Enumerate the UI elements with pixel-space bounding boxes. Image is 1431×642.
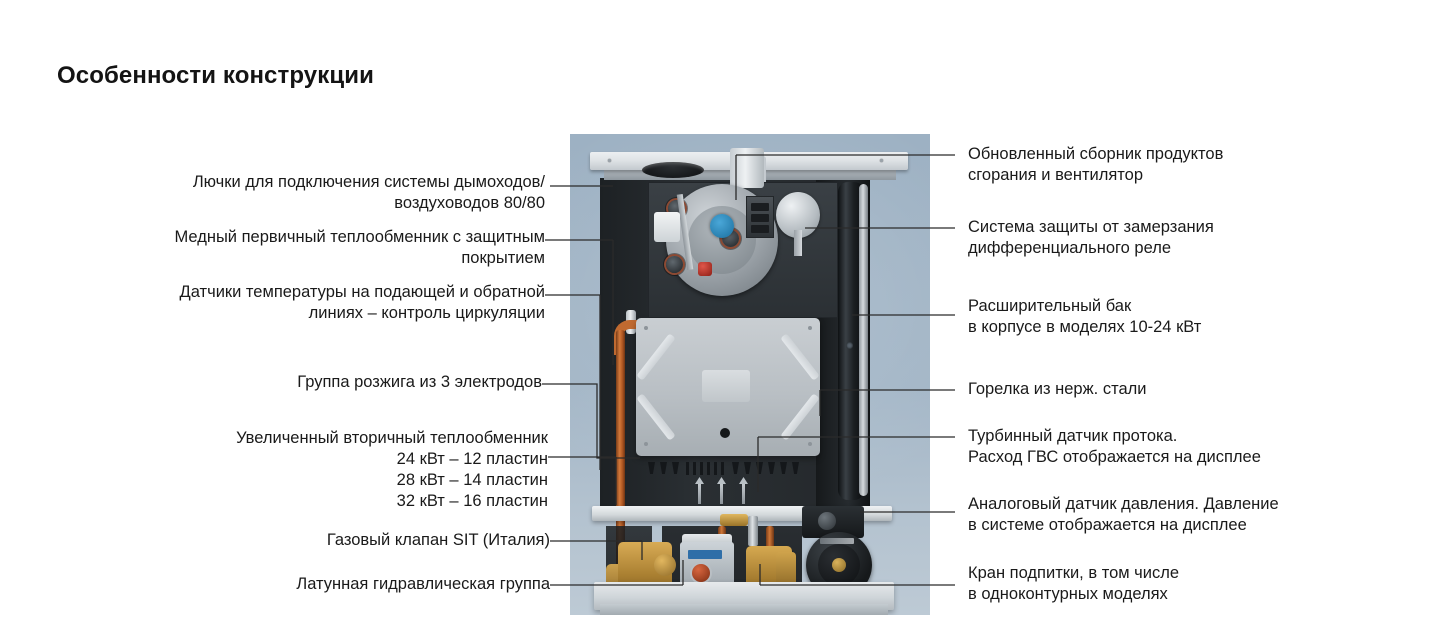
relay-slot [751, 214, 769, 222]
relay-bracket [746, 196, 774, 238]
fan-port [666, 256, 683, 273]
pump-dial [832, 558, 846, 572]
electrode [720, 480, 723, 504]
relay-slot [751, 203, 769, 211]
chamber-screw [808, 442, 812, 446]
stainless-steel-burner [646, 462, 810, 476]
secondary-heat-exchanger-cap [720, 514, 748, 526]
pump-bleed-screw [818, 512, 836, 530]
callout-hydraulic-group: Латунная гидравлическая группа [296, 575, 550, 593]
pump-logo [820, 538, 854, 544]
brass-valve-body [654, 554, 676, 576]
callout-secondary-heat-exchanger: Увеличенный вторичный теплообменник 24 к… [236, 429, 548, 510]
callout-flow-sensor: Турбинный датчик протока. Расход ГВС ото… [968, 427, 1261, 466]
callout-filling-tap: Кран подпитки, в том числе в одноконтурн… [968, 564, 1180, 603]
callout-antifreeze-protection: Система защиты от замерзания дифференциа… [968, 218, 1214, 257]
chamber-rib [636, 333, 676, 381]
copper-pipe-main [616, 330, 625, 588]
ignition-electrode-group [694, 477, 750, 506]
callout-flue-ports: Лючки для подключения системы дымоходов/… [192, 173, 545, 212]
burner-tooth [780, 462, 787, 474]
burner-bar [700, 462, 703, 475]
electrode-tip [739, 477, 748, 484]
fan-red-fitting [698, 262, 712, 276]
burner-tooth [744, 462, 751, 474]
burner-tooth [768, 462, 775, 474]
chamber-screw [644, 326, 648, 330]
fan-hub [710, 214, 734, 238]
chamber-center-plate [702, 370, 750, 402]
burner-tooth [672, 462, 679, 474]
fan-connector-box [654, 212, 680, 242]
expansion-vessel-highlight [859, 184, 868, 496]
expansion-vessel-port [846, 342, 853, 349]
gas-valve-adjuster [692, 564, 710, 582]
callout-burner: Горелка из нерж. стали [968, 380, 1147, 398]
callout-temperature-sensors: Датчики температуры на подающей и обратн… [179, 283, 545, 322]
electrode-tip [695, 477, 704, 484]
callout-gas-valve: Газовый клапан SIT (Италия) [326, 531, 550, 549]
chamber-rib [780, 393, 820, 441]
burner-tooth [756, 462, 763, 474]
electrode [742, 480, 745, 504]
callout-ignition-group: Группа розжига из 3 электродов [297, 373, 542, 391]
chamber-rib [636, 393, 676, 441]
burner-tooth [660, 462, 667, 474]
callout-combustion-collector: Обновленный сборник продуктов сгорания и… [968, 145, 1224, 184]
electrode-tip [717, 477, 726, 484]
turbine-flow-sensor [748, 516, 758, 546]
burner-tooth [732, 462, 739, 474]
chamber-screw [644, 442, 648, 446]
callout-primary-heat-exchanger: Медный первичный теплообменник с защитны… [174, 228, 545, 267]
burner-bar [721, 462, 724, 475]
callout-expansion-vessel: Расширительный бак в корпусе в моделях 1… [968, 297, 1202, 336]
chamber-center-port [720, 428, 730, 438]
callout-pressure-sensor: Аналоговый датчик давления. Давление в с… [968, 495, 1279, 534]
burner-bar [707, 462, 710, 475]
chamber-screw [808, 326, 812, 330]
relay-slot [751, 225, 769, 233]
burner-bar [693, 462, 696, 475]
burner-tooth [792, 462, 799, 474]
burner-tooth [648, 462, 655, 474]
page-title: Особенности конструкции [57, 62, 374, 89]
fan-outlet-duct [730, 148, 764, 188]
chamber-rib [780, 333, 820, 381]
bracket-screw [880, 159, 883, 162]
gas-valve-label [688, 550, 722, 559]
boiler-cutaway-photo [570, 134, 930, 615]
burner-bar [714, 462, 717, 475]
bracket-screw [608, 159, 611, 162]
burner-bar [686, 462, 689, 475]
flue-connection-port [642, 162, 704, 178]
electrode [698, 480, 701, 504]
brass-manifold [776, 552, 796, 590]
relay-stem [794, 230, 802, 256]
base-front-edge [600, 604, 888, 615]
